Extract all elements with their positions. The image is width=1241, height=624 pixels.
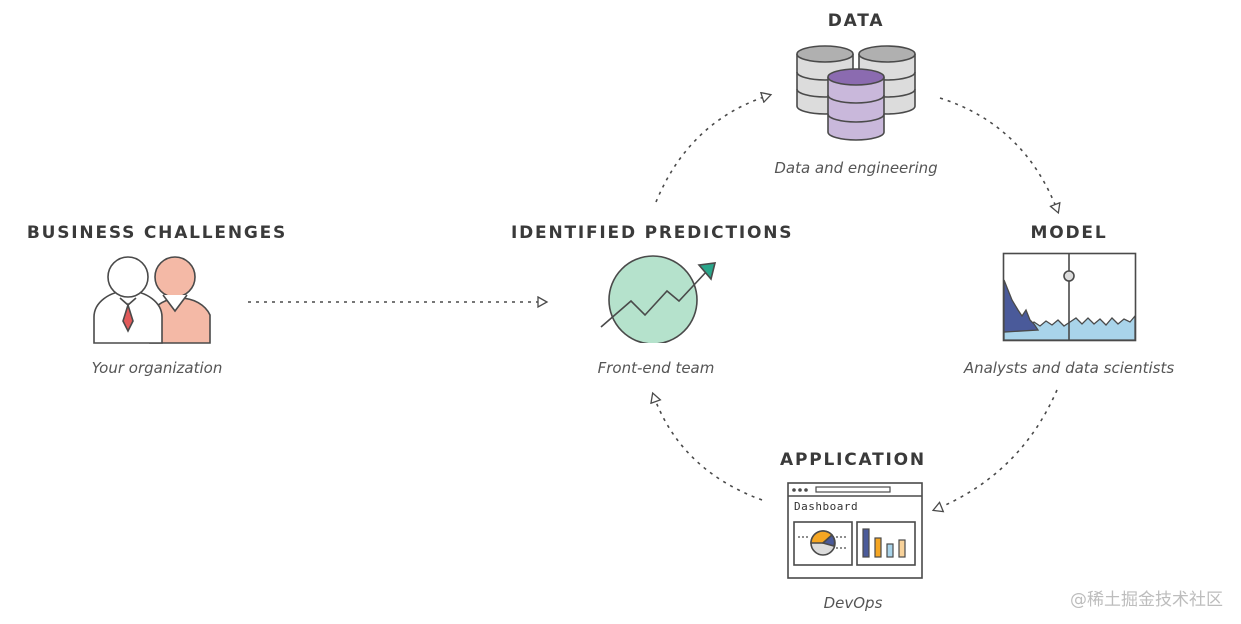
model-subtitle: Analysts and data scientists xyxy=(963,359,1175,377)
model-chart-icon xyxy=(1002,252,1137,342)
arrow-predictions-to-data xyxy=(655,95,770,203)
business-title: BUSINESS CHALLENGES xyxy=(26,223,288,243)
arrow-application-to-predictions xyxy=(653,394,763,501)
data-title: DATA xyxy=(827,11,885,31)
predictions-subtitle: Front-end team xyxy=(597,359,715,377)
people-icon xyxy=(93,256,211,344)
watermark: @稀土掘金技术社区 xyxy=(1070,590,1223,610)
model-title: MODEL xyxy=(1030,223,1108,243)
arrow-model-to-application xyxy=(934,389,1058,510)
predictions-title: IDENTIFIED PREDICTIONS xyxy=(511,223,794,243)
business-subtitle: Your organization xyxy=(91,359,223,377)
data-subtitle: Data and engineering xyxy=(774,159,938,177)
arrow-data-to-model xyxy=(939,97,1058,212)
dashboard-window-icon xyxy=(787,482,923,579)
database-icon xyxy=(796,45,916,141)
dashboard-label: Dashboard xyxy=(794,500,859,513)
application-title: APPLICATION xyxy=(780,450,926,470)
trend-chart-icon xyxy=(600,255,717,343)
application-subtitle: DevOps xyxy=(823,594,883,612)
